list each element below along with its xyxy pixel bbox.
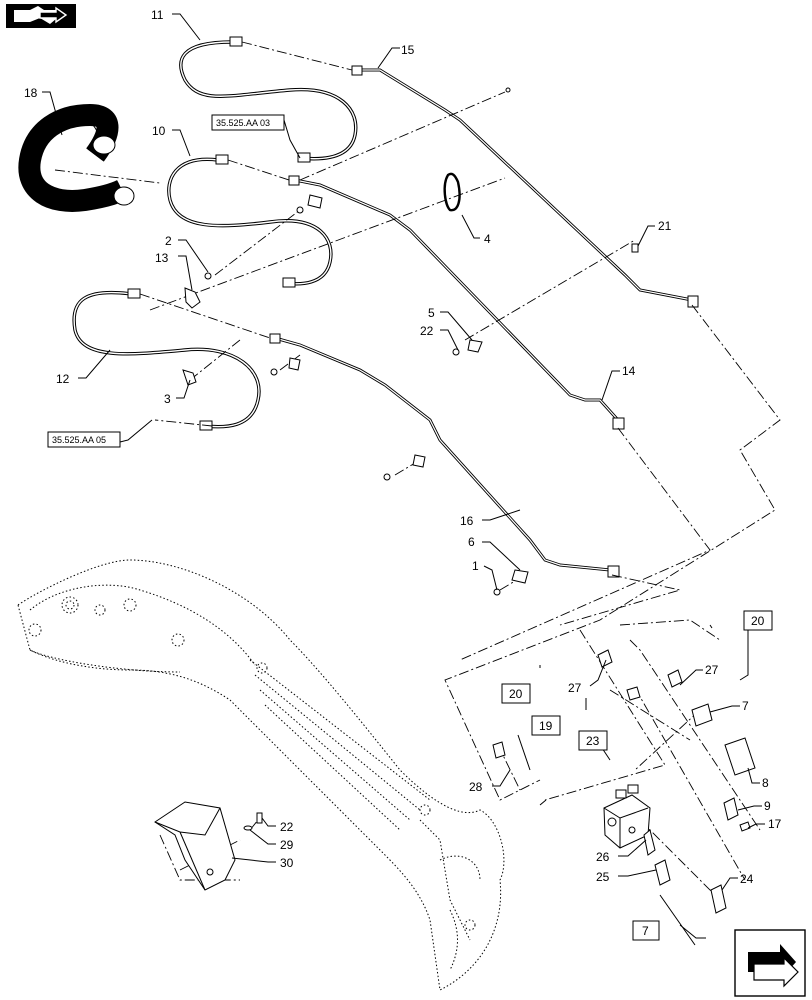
callout-26: 26 xyxy=(596,850,610,864)
callout-27-left: 27 xyxy=(568,681,582,695)
callout-13: 13 xyxy=(155,251,169,265)
box-20-left xyxy=(501,683,531,704)
callout-22-lower: 22 xyxy=(280,820,294,834)
callout-15: 15 xyxy=(401,43,415,57)
tube-15 xyxy=(351,65,699,308)
clips-and-fasteners xyxy=(182,172,639,596)
callout-16: 16 xyxy=(460,514,474,528)
callout-14: 14 xyxy=(622,364,636,378)
ref-35-525-aa-03: 35.525.AA 03 xyxy=(216,118,270,128)
box-23 xyxy=(578,730,608,751)
hose-18 xyxy=(18,103,135,212)
boxed-label-23: 23 xyxy=(586,734,600,748)
callout-9: 9 xyxy=(764,799,771,813)
boxed-label-19: 19 xyxy=(539,719,553,733)
box-20-right xyxy=(743,610,773,631)
callout-6: 6 xyxy=(468,535,475,549)
callout-labels: 11 15 18 10 2 13 4 21 5 22 12 3 14 16 6 … xyxy=(24,8,782,886)
callout-1: 1 xyxy=(472,559,479,573)
callout-2: 2 xyxy=(165,234,172,248)
callout-11: 11 xyxy=(151,8,164,22)
ref-35-525-aa-05: 35.525.AA 05 xyxy=(52,435,106,445)
callout-4: 4 xyxy=(484,232,491,246)
valve-group xyxy=(492,649,756,914)
leader-lines xyxy=(42,13,765,946)
book-arrow-icon[interactable] xyxy=(6,4,76,28)
guard-30 xyxy=(154,801,263,891)
cross-references: 35.525.AA 03 35.525.AA 05 xyxy=(47,114,285,448)
callout-30: 30 xyxy=(280,856,294,870)
boxed-label-7: 7 xyxy=(642,924,649,938)
callout-17: 17 xyxy=(768,817,782,831)
tube-14 xyxy=(288,175,625,430)
callout-3: 3 xyxy=(164,392,171,406)
boom-arm xyxy=(17,559,505,991)
callout-29: 29 xyxy=(280,838,294,852)
callout-21: 21 xyxy=(658,219,672,233)
line-end-mark xyxy=(505,87,511,93)
boxed-label-20-left: 20 xyxy=(509,687,523,701)
callout-28: 28 xyxy=(469,780,483,794)
ref-box-aa05 xyxy=(47,431,121,448)
callout-22-upper: 22 xyxy=(420,324,434,338)
connection-lines xyxy=(54,41,781,901)
callout-10: 10 xyxy=(152,124,166,138)
hose-10 xyxy=(167,154,333,288)
callout-5: 5 xyxy=(428,306,435,320)
box-7 xyxy=(632,920,660,941)
boxed-label-20-right: 20 xyxy=(751,614,765,628)
callout-24: 24 xyxy=(740,872,754,886)
boxed-labels: 20 20 19 23 7 xyxy=(501,610,773,941)
callout-12: 12 xyxy=(56,372,70,386)
callout-27-right: 27 xyxy=(705,663,719,677)
callout-18: 18 xyxy=(24,86,38,100)
box-19 xyxy=(531,715,561,736)
ref-box-aa03 xyxy=(211,114,285,131)
next-page-arrow-icon[interactable] xyxy=(734,929,806,997)
hose-11 xyxy=(179,36,358,163)
callout-25: 25 xyxy=(596,870,610,884)
callout-8: 8 xyxy=(762,776,769,790)
callout-7: 7 xyxy=(742,699,749,713)
tube-16 xyxy=(269,333,620,578)
